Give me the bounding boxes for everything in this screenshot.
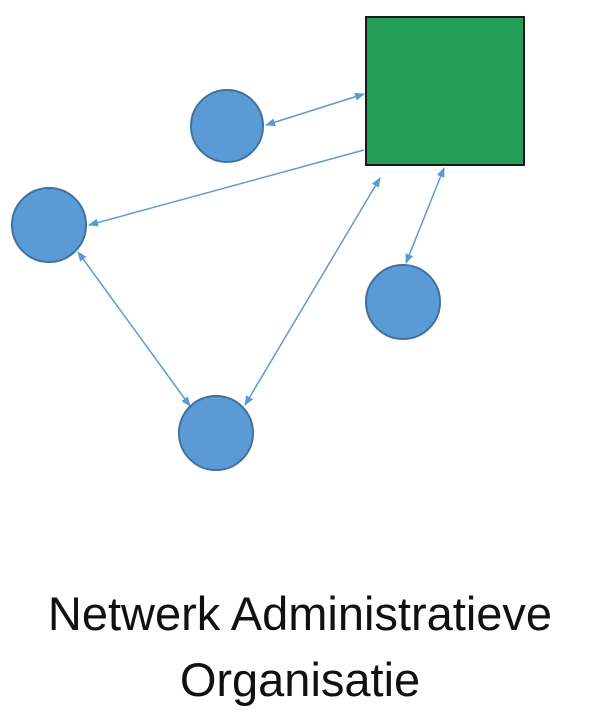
connector-node-left-node-bottom bbox=[77, 251, 191, 407]
node-bottom-circle bbox=[178, 395, 254, 471]
caption-line-1: Netwerk Administratieve bbox=[47, 587, 553, 640]
connector-hub-node-top bbox=[265, 92, 365, 127]
hub-square bbox=[365, 16, 525, 166]
connector-hub-node-bottom bbox=[244, 177, 381, 406]
node-top-circle bbox=[190, 89, 264, 163]
connector-hub-node-left bbox=[88, 149, 365, 227]
caption-line-2: Organisatie bbox=[179, 653, 421, 706]
node-right-circle bbox=[365, 264, 441, 340]
node-left-circle bbox=[11, 187, 87, 263]
connector-hub-node-right bbox=[405, 167, 445, 264]
network-diagram bbox=[11, 16, 525, 471]
